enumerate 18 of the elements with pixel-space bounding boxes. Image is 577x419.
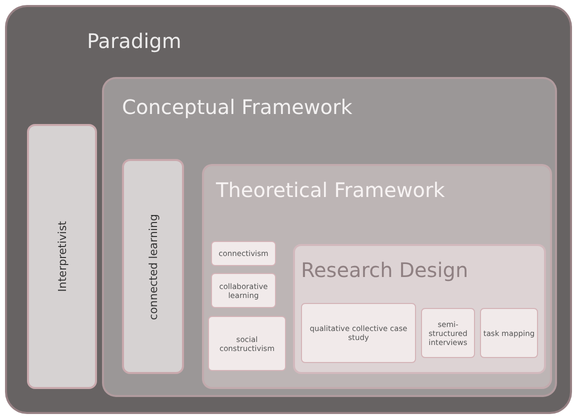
framework-panel [5,5,572,414]
concept-box [211,273,276,308]
framework-panel [102,77,557,397]
concept-box [208,316,286,371]
concept-box [421,308,475,358]
vertical-panel [122,159,184,374]
panel-heading: Theoretical Framework [216,178,445,202]
concept-box [480,308,538,358]
panel-heading: Research Design [301,258,468,282]
vertical-label: connected learning [146,214,160,320]
concept-box [211,241,276,266]
framework-panel [293,244,546,374]
vertical-label: Interpretivist [56,221,68,292]
panel-heading: Paradigm [87,29,182,53]
concept-box [301,303,416,363]
panel-heading: Conceptual Framework [122,95,352,119]
framework-panel [202,164,552,389]
vertical-panel [27,124,97,389]
